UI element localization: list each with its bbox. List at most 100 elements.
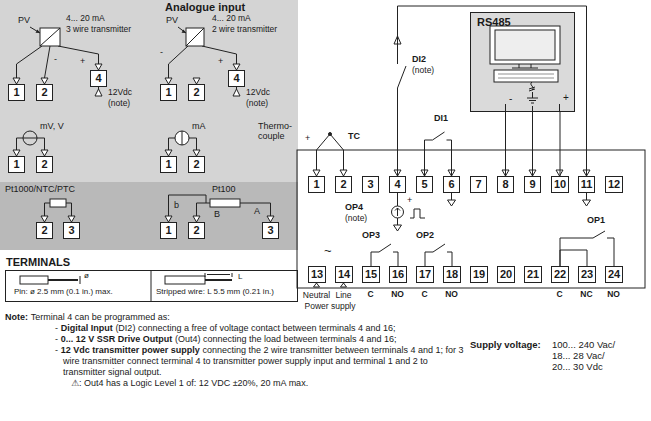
label-slot: DI1 [434, 114, 448, 124]
terminal-number: 1 [165, 159, 171, 170]
node-heading: TERMINALS [6, 256, 70, 268]
text-slot: Analogue input [165, 1, 245, 13]
terminal-block: 1 [160, 84, 177, 101]
terminal-number: 4 [95, 73, 101, 84]
label-slot: + [80, 57, 85, 67]
terminal-block: 22 [551, 266, 569, 283]
label-text: (note) [412, 65, 434, 75]
label-slot: L [238, 273, 242, 282]
terminal-block: 2 [188, 156, 205, 173]
label-text: Neutral [303, 290, 330, 300]
label-text: - [160, 47, 163, 57]
terminal-number: 8 [502, 179, 508, 190]
label-slot: TC [348, 132, 360, 142]
terminal-number: 6 [448, 179, 454, 190]
label-text: 4... 20 mA [66, 13, 105, 23]
note-line: -12 Vdc transmitter power supplyconnecti… [5, 345, 465, 378]
label-slot: + [563, 92, 569, 103]
label-slot: 20... 30 Vdc [552, 362, 603, 372]
note-text: Note: [5, 312, 28, 322]
note-text: ⚠: Out4 has a Logic Level 1 of: 12 VDC ±… [71, 378, 308, 388]
note-text: Digital Input [61, 323, 113, 333]
label-text: (note) [246, 98, 268, 108]
label-slot: 4... 20 mA [66, 14, 105, 23]
terminal-block: 1 [308, 176, 325, 193]
terminal-block: 2 [188, 222, 205, 239]
terminal-block: 10 [551, 176, 569, 193]
note-line: ⚠: Out4 has a Logic Level 1 of: 12 VDC ±… [5, 378, 465, 389]
terminal-block: 1 [8, 84, 25, 101]
terminal-block: 2 [188, 84, 205, 101]
terminal-number: 10 [554, 179, 566, 190]
note-text: - [55, 345, 58, 355]
terminal-number: 13 [311, 269, 323, 280]
label-text: 100... 240 Vac/ [552, 339, 615, 350]
wire-connector [371, 244, 398, 266]
label-slot: (note) [345, 214, 367, 223]
terminal-number: 17 [419, 269, 431, 280]
terminal-number: 3 [267, 225, 273, 236]
label-slot: A [254, 207, 260, 217]
label-slot: Neutral [303, 291, 330, 300]
terminal-block: 15 [362, 266, 380, 283]
text-slot: Stripped wire: L 5.5 mm (0.21 in.) [156, 288, 274, 297]
label-text: B [214, 209, 220, 219]
terminal-block: 2 [36, 156, 53, 173]
label-text: - [509, 93, 512, 104]
note-text: 0... 12 V SSR Drive Output [61, 334, 173, 344]
label-slot: NO [391, 290, 404, 299]
label-text: mA [192, 121, 206, 131]
terminal-block: 7 [470, 176, 487, 193]
label-text: Supply voltage: [470, 339, 541, 350]
note-text: Terminal 4 can be programmed as: [31, 312, 170, 322]
label-text: + [563, 92, 569, 103]
label-text: + [218, 56, 223, 66]
text-slot: Pin: ø 2.5 mm (0.1 in.) max. [14, 288, 113, 297]
terminal-number: 12 [608, 179, 620, 190]
terminal-block: 24 [605, 266, 623, 283]
terminal-number: 2 [193, 225, 199, 236]
label-slot: OP4 [345, 203, 363, 213]
label-slot: 2 wire transmitter [212, 25, 277, 34]
terminal-number: 2 [340, 179, 346, 190]
label-text: 2 wire transmitter [212, 24, 277, 34]
label-text: A [254, 206, 260, 216]
label-text: DI1 [434, 113, 448, 123]
label-text: 20... 30 Vdc [552, 361, 603, 372]
label-slot: mA [192, 122, 206, 132]
label-text: OP2 [416, 230, 434, 240]
label-text: TC [348, 131, 360, 141]
label-slot: OP2 [416, 231, 434, 241]
label-text: 18... 28 Vac/ [552, 350, 605, 361]
label-slot: (note) [108, 99, 130, 108]
terminal-number: 20 [500, 269, 512, 280]
terminal-number: 15 [365, 269, 377, 280]
note-block: Note:Terminal 4 can be programmed as: - Di… [5, 312, 465, 389]
label-text: 12Vdc [246, 87, 270, 97]
label-slot: PV [18, 16, 30, 26]
label-text: (note) [345, 213, 367, 223]
wire-connector [398, 6, 587, 176]
label-slot: C [367, 290, 373, 299]
terminal-number: 1 [165, 87, 171, 98]
terminal-number: 18 [446, 269, 458, 280]
wire-connector [425, 244, 452, 266]
terminal-number: 2 [41, 225, 47, 236]
label-text: NO [445, 289, 458, 299]
wire-connector [425, 132, 452, 176]
label-slot: 12Vdc [246, 88, 270, 97]
label-slot: OP3 [362, 231, 380, 241]
label-slot: Supply voltage: [470, 340, 541, 350]
terminal-block: 3 [362, 176, 379, 193]
terminal-number: 2 [193, 159, 199, 170]
label-text: OP3 [362, 230, 380, 240]
label-text: 3 wire transmitter [66, 24, 131, 34]
terminal-block: 17 [416, 266, 434, 283]
wire-connector [532, 112, 533, 176]
label-text: NO [607, 289, 620, 299]
terminal-number: 22 [554, 269, 566, 280]
label-text: OP4 [345, 202, 363, 212]
terminal-number: 14 [338, 269, 350, 280]
terminal-block: 4 [389, 176, 406, 193]
wire-connector [560, 231, 614, 266]
